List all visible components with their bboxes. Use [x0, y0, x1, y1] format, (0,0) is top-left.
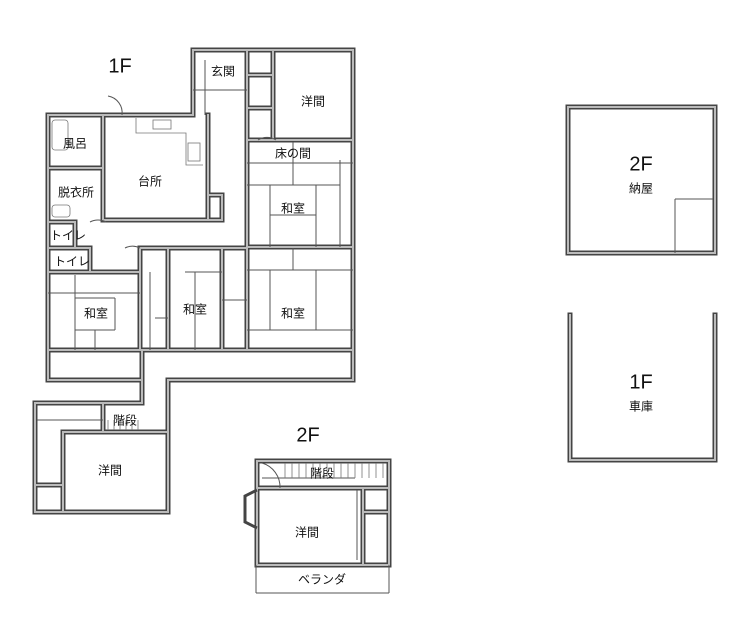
room-stairs-2f: 階段 [310, 466, 334, 481]
room-japanese-w: 和室 [84, 306, 108, 321]
fixtures [37, 60, 713, 594]
walls [32, 47, 718, 568]
room-western-ne: 洋間 [301, 94, 325, 109]
room-barn: 納屋 [629, 182, 653, 196]
room-tokonoma: 床の間 [275, 147, 311, 161]
room-toilet-2: トイレ [54, 255, 90, 269]
room-western-sw: 洋間 [98, 463, 122, 478]
floor-label-2f: 2F [296, 424, 319, 446]
room-bath: 風呂 [63, 137, 87, 151]
room-entrance: 玄関 [211, 64, 235, 79]
floor-label-1f: 1F [108, 55, 131, 77]
room-garage: 車庫 [629, 400, 653, 414]
room-japanese-ne: 和室 [281, 201, 305, 216]
room-toilet-1: トイレ [50, 229, 86, 243]
room-japanese-e: 和室 [281, 306, 305, 321]
room-western-2f: 洋間 [295, 525, 319, 540]
room-stairs-1f: 階段 [113, 413, 137, 428]
outbuilding-floor-label-1f: 1F [629, 371, 652, 393]
room-changing: 脱衣所 [58, 185, 94, 200]
outbuilding-floor-label-2f: 2F [629, 153, 652, 175]
room-japanese-c: 和室 [183, 302, 207, 317]
room-veranda: ベランダ [298, 572, 346, 587]
room-kitchen: 台所 [138, 174, 162, 189]
